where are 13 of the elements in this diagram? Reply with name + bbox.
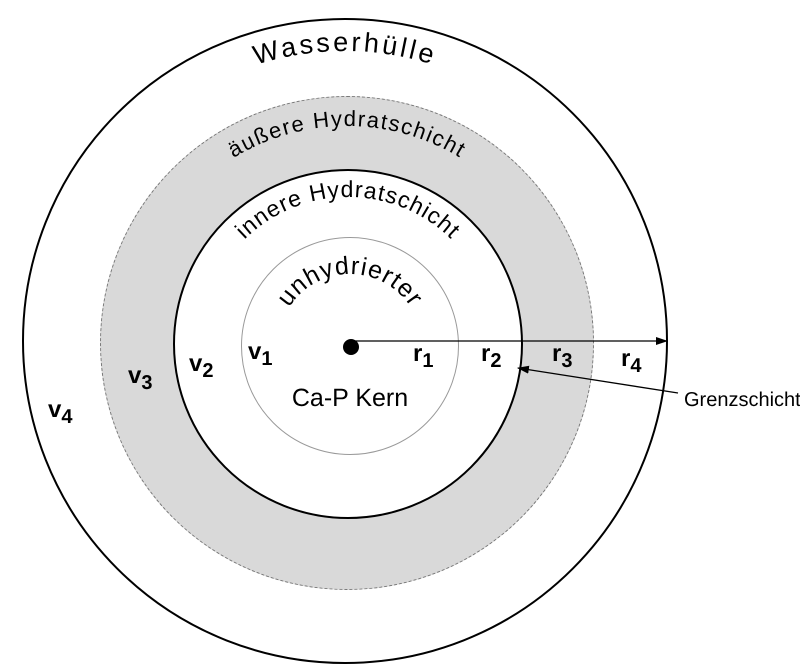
radius-label: r$_{3}$ bbox=[552, 340, 572, 373]
volume-label: v$_{4}$ bbox=[48, 396, 72, 429]
radius-label: r$_{2}$ bbox=[481, 340, 502, 373]
radius-label: r$_{4}$ bbox=[621, 345, 642, 378]
curved-layer-label: Wasserhülle bbox=[250, 26, 441, 71]
volume-label: v$_{3}$ bbox=[128, 362, 152, 395]
volume-label: v$_{2}$ bbox=[189, 350, 214, 383]
core-label: Ca-P Kern bbox=[292, 384, 408, 413]
centre-dot bbox=[343, 339, 359, 355]
leader-arrow bbox=[516, 366, 678, 394]
volume-label: v$_{1}$ bbox=[248, 338, 272, 371]
radius-arrow bbox=[353, 337, 668, 345]
radius-label: r$_{1}$ bbox=[413, 340, 434, 373]
